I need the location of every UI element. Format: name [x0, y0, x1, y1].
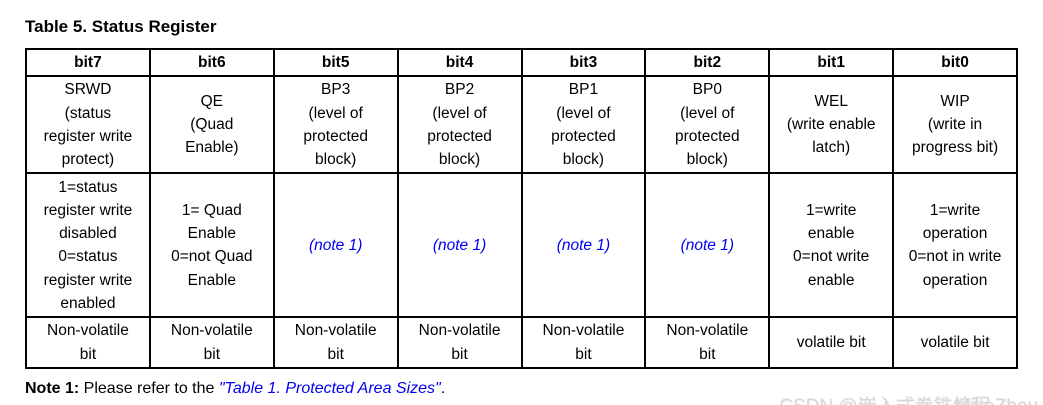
bit2-name-cell: BP0 (level of protected block) [644, 75, 771, 175]
document-page: Table 5. Status Register bit7 bit6 bit5 … [0, 16, 1043, 405]
column-header-bit4: bit4 [396, 47, 523, 78]
bit3-name-cell: BP1 (level of protected block) [520, 75, 647, 175]
bit2-note-cell: (note 1) [644, 172, 771, 319]
bit4-name-cell: BP2 (level of protected block) [396, 75, 523, 175]
footnote-label: Note 1: [25, 379, 80, 397]
bit3-note-cell: (note 1) [520, 172, 647, 319]
table-title: Table 5. Status Register [25, 17, 217, 36]
status-register-table: bit7 bit6 bit5 bit4 bit3 bit2 bit1 bit0 … [25, 47, 1018, 369]
bit1-volatility-cell: volatile bit [768, 316, 895, 369]
bit-value-row: 1=status register write disabled 0=statu… [25, 172, 1018, 319]
column-header-bit6: bit6 [148, 47, 275, 78]
bit0-name-cell: WIP (write in progress bit) [892, 75, 1018, 175]
bit7-value-cell: 1=status register write disabled 0=statu… [25, 172, 151, 319]
bit0-volatility-cell: volatile bit [892, 316, 1018, 369]
bit4-volatility-cell: Non-volatile bit [396, 316, 523, 369]
column-header-bit0: bit0 [892, 47, 1018, 78]
bit5-name-cell: BP3 (level of protected block) [272, 75, 399, 175]
bit6-value-cell: 1= Quad Enable 0=not Quad Enable [148, 172, 275, 319]
bit0-value-cell: 1=write operation 0=not in write operati… [892, 172, 1018, 319]
bit2-volatility-cell: Non-volatile bit [644, 316, 771, 369]
column-header-bit5: bit5 [272, 47, 399, 78]
bit6-volatility-cell: Non-volatile bit [148, 316, 275, 369]
bit-name-row: SRWD (status register write protect) QE … [25, 75, 1018, 175]
bit1-name-cell: WEL (write enable latch) [768, 75, 895, 175]
footnote-text: Please refer to the [79, 379, 219, 397]
watermark-text-1: CSDN @嵌入式拳铁编程 [779, 396, 990, 405]
column-header-bit7: bit7 [25, 47, 151, 78]
volatility-row: Non-volatile bit Non-volatile bit Non-vo… [25, 316, 1018, 369]
bit1-value-cell: 1=write enable 0=not write enable [768, 172, 895, 319]
bit4-note-cell: (note 1) [396, 172, 523, 319]
watermark: CSDN @嵌入式拳铁编程MikeZhou [779, 391, 1038, 405]
bit5-note-cell: (note 1) [272, 172, 399, 319]
header-row: bit7 bit6 bit5 bit4 bit3 bit2 bit1 bit0 [25, 47, 1018, 78]
footnote-link[interactable]: "Table 1. Protected Area Sizes" [218, 379, 441, 397]
watermark-text-2: MikeZhou [955, 396, 1038, 405]
bit5-volatility-cell: Non-volatile bit [272, 316, 399, 369]
bit7-name-cell: SRWD (status register write protect) [25, 75, 151, 175]
column-header-bit1: bit1 [768, 47, 895, 78]
footnote-suffix: . [440, 379, 446, 397]
bit3-volatility-cell: Non-volatile bit [520, 316, 647, 369]
footnote: Note 1: Please refer to the "Table 1. Pr… [25, 378, 1043, 399]
column-header-bit2: bit2 [644, 47, 771, 78]
column-header-bit3: bit3 [520, 47, 647, 78]
bit6-name-cell: QE (Quad Enable) [148, 75, 275, 175]
bit7-volatility-cell: Non-volatile bit [25, 316, 151, 369]
